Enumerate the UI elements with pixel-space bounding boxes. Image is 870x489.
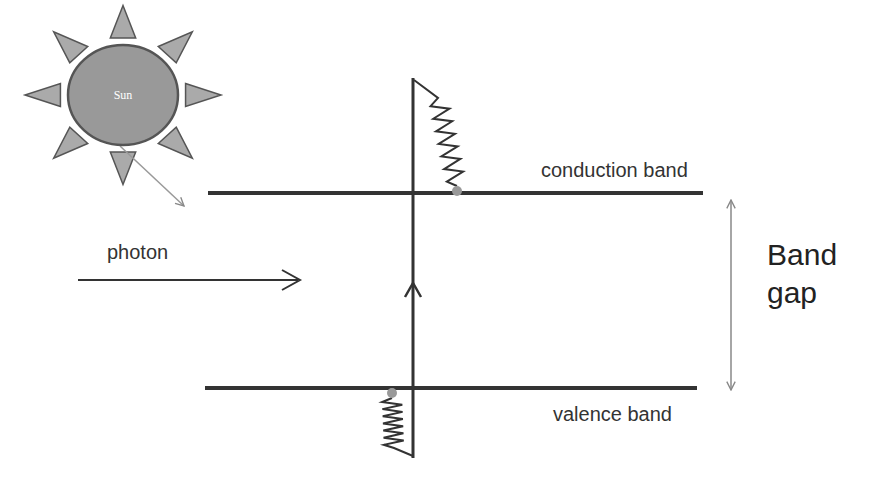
transition-line bbox=[412, 78, 415, 458]
sun-label: Sun bbox=[114, 88, 133, 103]
sun-ray bbox=[110, 6, 135, 38]
sun-ray bbox=[186, 83, 221, 106]
hole-wave bbox=[382, 398, 413, 456]
sun-ray bbox=[25, 83, 60, 106]
sunlight-arrow bbox=[120, 146, 184, 206]
band-label: conduction band bbox=[541, 158, 688, 183]
sun-ray bbox=[158, 127, 192, 158]
band-gap-arrow bbox=[730, 200, 732, 390]
sun-ray bbox=[158, 32, 192, 63]
transition-arrowhead bbox=[405, 283, 421, 297]
photon-arrowhead bbox=[282, 270, 300, 290]
sun-ray bbox=[54, 32, 88, 63]
valence-band-line bbox=[205, 386, 697, 390]
electron-wave bbox=[414, 80, 463, 186]
electron-dot bbox=[452, 186, 462, 196]
sun-ray bbox=[54, 127, 88, 158]
sun-rays bbox=[25, 6, 221, 185]
hole-dot bbox=[387, 388, 397, 398]
photon-arrow bbox=[78, 279, 298, 281]
sun-circle: Sun bbox=[66, 43, 180, 147]
band-label: valence band bbox=[553, 402, 672, 427]
band-gap-label: Band gap bbox=[767, 236, 867, 311]
photon-label: photon bbox=[107, 240, 168, 265]
